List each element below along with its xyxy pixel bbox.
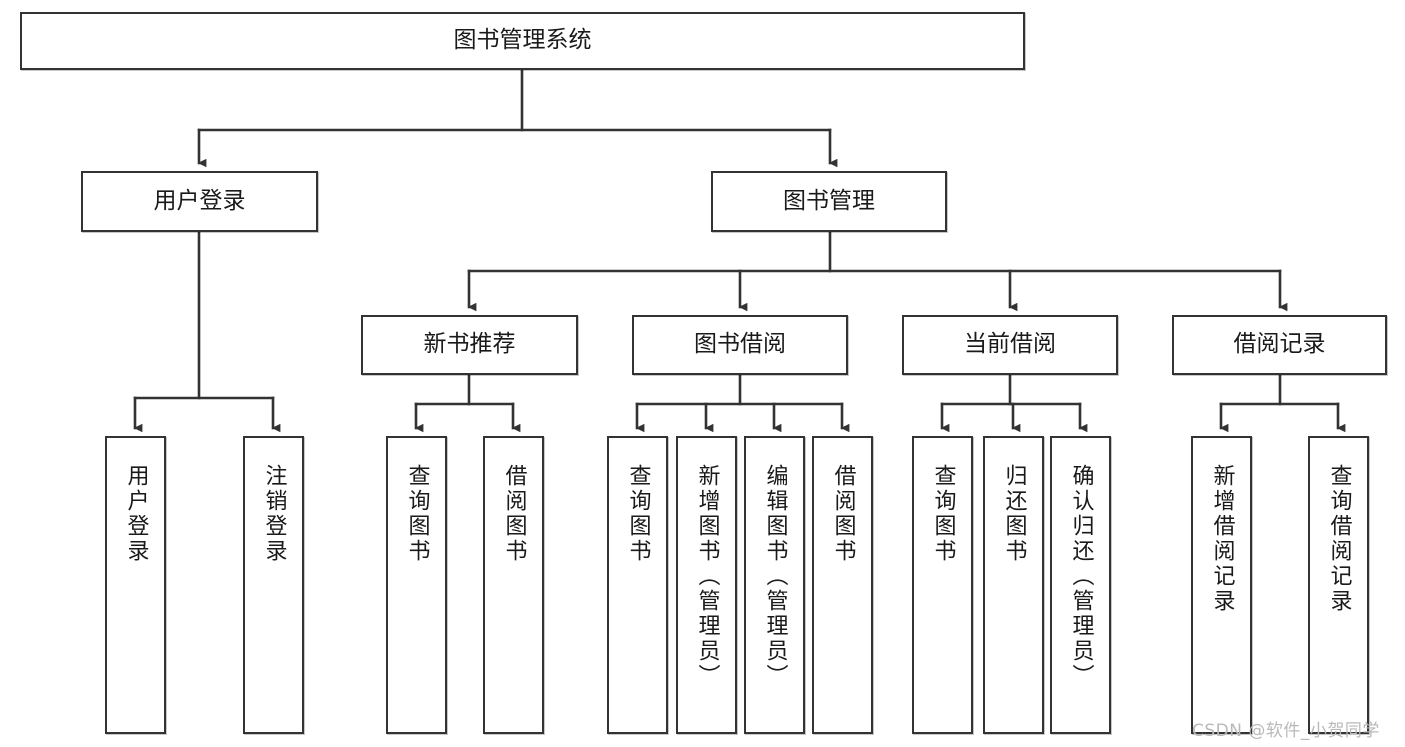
leaf-query-book-recommend-label: 查询图书 <box>404 464 430 564</box>
node-book-borrow-label: 图书借阅 <box>694 331 786 358</box>
leaf-logout[interactable]: 注销登录 <box>243 436 304 734</box>
node-book-management[interactable]: 图书管理 <box>711 171 947 232</box>
leaf-logout-label: 注销登录 <box>261 464 287 564</box>
leaf-query-book-current-label: 查询图书 <box>930 464 956 564</box>
node-current-borrow-label: 当前借阅 <box>964 331 1056 358</box>
leaf-borrow-book-label: 借阅图书 <box>830 464 856 564</box>
node-current-borrow[interactable]: 当前借阅 <box>902 315 1118 375</box>
leaf-return-book-label: 归还图书 <box>1001 464 1027 564</box>
node-new-book-recommend-label: 新书推荐 <box>423 331 516 358</box>
leaf-query-borrow-record[interactable]: 查询借阅记录 <box>1308 436 1369 734</box>
node-new-book-recommend[interactable]: 新书推荐 <box>361 315 578 375</box>
watermark-text: CSDN @软件_小贺同学 <box>1192 721 1380 741</box>
leaf-query-borrow-record-label: 查询借阅记录 <box>1326 464 1352 614</box>
leaf-query-book-borrow-label: 查询图书 <box>625 464 651 564</box>
leaf-borrow-book[interactable]: 借阅图书 <box>812 436 873 734</box>
leaf-confirm-return-admin[interactable]: 确认归还（管理员） <box>1050 436 1111 734</box>
node-user-login-label: 用户登录 <box>153 187 246 214</box>
leaf-confirm-return-admin-label: 确认归还（管理员） <box>1068 464 1094 689</box>
leaf-edit-book-admin-label: 编辑图书（管理员） <box>762 464 788 689</box>
node-book-borrow[interactable]: 图书借阅 <box>632 315 848 375</box>
leaf-query-book-current[interactable]: 查询图书 <box>912 436 973 734</box>
leaf-return-book[interactable]: 归还图书 <box>983 436 1044 734</box>
leaf-user-login[interactable]: 用户登录 <box>105 436 166 734</box>
leaf-add-borrow-record-label: 新增借阅记录 <box>1209 464 1235 614</box>
node-book-management-label: 图书管理 <box>783 187 875 214</box>
node-root-label: 图书管理系统 <box>453 27 592 54</box>
node-user-login[interactable]: 用户登录 <box>81 171 318 232</box>
leaf-borrow-book-recommend-label: 借阅图书 <box>501 464 527 564</box>
leaf-query-book-borrow[interactable]: 查询图书 <box>607 436 668 734</box>
node-root[interactable]: 图书管理系统 <box>20 12 1025 70</box>
leaf-user-login-label: 用户登录 <box>123 464 149 564</box>
leaf-query-book-recommend[interactable]: 查询图书 <box>386 436 447 734</box>
leaf-edit-book-admin[interactable]: 编辑图书（管理员） <box>744 436 805 734</box>
node-borrow-record[interactable]: 借阅记录 <box>1172 315 1387 375</box>
node-borrow-record-label: 借阅记录 <box>1233 331 1326 358</box>
leaf-add-book-admin-label: 新增图书（管理员） <box>694 464 720 689</box>
leaf-borrow-book-recommend[interactable]: 借阅图书 <box>483 436 544 734</box>
leaf-add-book-admin[interactable]: 新增图书（管理员） <box>676 436 737 734</box>
leaf-add-borrow-record[interactable]: 新增借阅记录 <box>1191 436 1252 734</box>
